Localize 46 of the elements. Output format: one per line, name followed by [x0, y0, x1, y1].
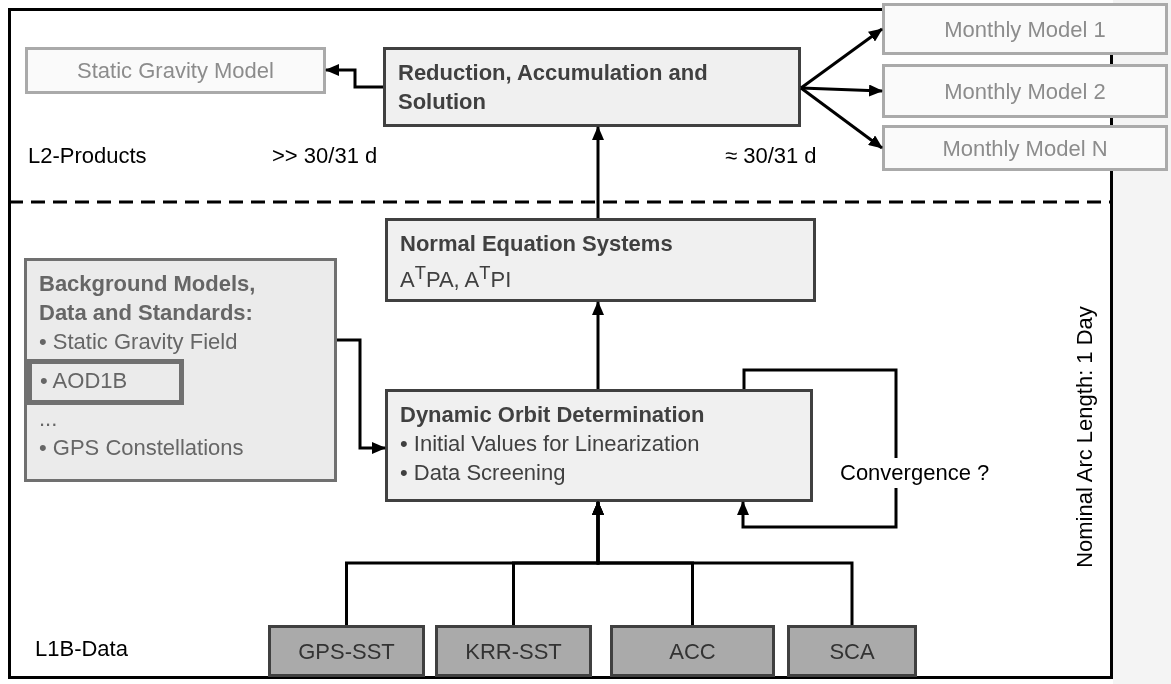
box-text: Monthly Model N — [942, 134, 1108, 163]
box-text: KRR-SST — [465, 637, 562, 666]
box-text: Static Gravity Model — [77, 57, 274, 85]
data-box — [610, 625, 775, 677]
box-text: • GPS Constellations — [39, 434, 245, 462]
arrow — [592, 301, 604, 389]
highlight-frame — [27, 359, 184, 405]
box-text: • AOD1B — [40, 367, 129, 395]
box-text: • Data Screening — [400, 459, 567, 487]
data-box — [268, 625, 425, 677]
section-label: ≈ 30/31 d — [725, 143, 817, 169]
arrow — [325, 64, 383, 89]
process-box — [383, 47, 801, 127]
arrow — [800, 84, 883, 97]
vertical-label: Nominal Arc Length: 1 Day — [1072, 306, 1098, 568]
data-box — [787, 625, 917, 677]
section-label: L1B-Data — [35, 636, 128, 662]
output-box — [882, 64, 1168, 118]
arrow — [337, 338, 386, 454]
section-label: >> 30/31 d — [272, 143, 378, 169]
box-heading: Dynamic Orbit Determination — [400, 401, 706, 429]
box-text: A$^{T}$PA, A$^{T}$PI — [400, 261, 513, 295]
arrow — [592, 126, 604, 218]
box-text: SCA — [829, 637, 875, 666]
box-text: ACC — [669, 637, 716, 666]
box-text: • Static Gravity Field — [39, 328, 239, 356]
box-heading: Reduction, Accumulation and Solution — [398, 59, 709, 116]
box-heading: Normal Equation Systems — [400, 230, 674, 258]
box-text: • Initial Values for Linearization — [400, 430, 701, 458]
output-box — [25, 47, 326, 94]
input-box — [24, 258, 337, 482]
data-box — [435, 625, 592, 677]
section-label: L2-Products — [28, 143, 147, 169]
arrow — [592, 501, 854, 625]
box-text: GPS-SST — [298, 637, 395, 666]
box-text: ... — [39, 405, 59, 433]
box-text: Monthly Model 1 — [944, 15, 1106, 44]
output-box — [882, 125, 1168, 171]
output-box — [882, 3, 1168, 55]
arrow — [800, 27, 883, 90]
arrow — [737, 368, 898, 529]
process-box — [385, 389, 813, 502]
process-box — [385, 218, 816, 302]
box-heading: Background Models, Data and Standards: — [39, 270, 257, 327]
box-text: Monthly Model 2 — [944, 77, 1106, 106]
arrow — [800, 86, 883, 150]
